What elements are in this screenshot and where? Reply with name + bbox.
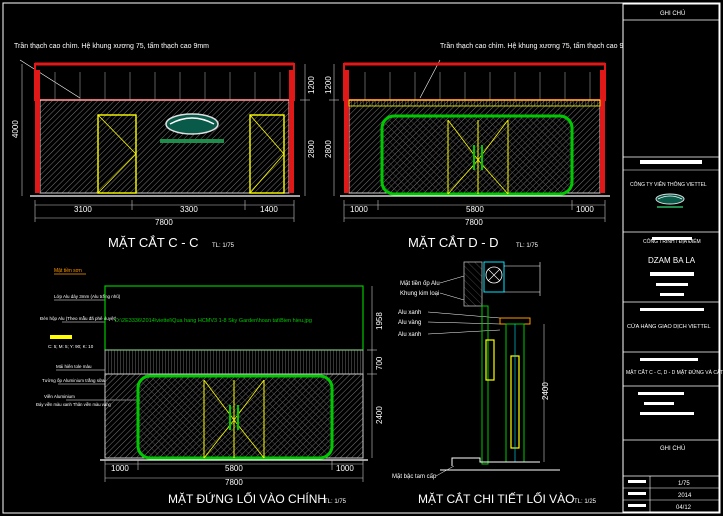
svg-text:Khung kim loại: Khung kim loại [400,291,439,297]
detail-fan-icon [485,266,503,284]
svg-text:1200: 1200 [324,76,333,94]
svg-text:7800: 7800 [155,218,173,227]
cc-note: Trần thạch cao chìm. Hệ khung xương 75, … [14,41,209,50]
svg-text:Tường ốp Aluminium trắng sữa: Tường ốp Aluminium trắng sữa [42,377,105,383]
svg-text:Mái hiên tole màu: Mái hiên tole màu [56,364,92,369]
signature-header: GHI CHÚ [660,445,685,452]
entrance-detail: Mặt tiền ốp Alu Khung kim loại Alu xanh … [392,261,597,506]
entrance-glass-frame [136,374,334,460]
svg-text:5800: 5800 [225,464,243,473]
dd-ceiling [343,63,606,101]
section-dd: Trần thạch cao chìm. Hệ khung xương 75, … [324,41,635,250]
company-logo [655,193,685,208]
svg-text:3100: 3100 [74,205,92,214]
svg-text:1400: 1400 [260,205,278,214]
svg-text:7800: 7800 [225,478,243,487]
entrance-awning [104,349,364,375]
svg-text:1000: 1000 [111,464,129,473]
detail-column-left [481,305,489,465]
dd-title: MẶT CẮT D - D [408,235,499,250]
svg-text:1000: 1000 [350,205,368,214]
svg-text:2800: 2800 [307,140,316,158]
svg-text:Viền Aluminium: Viền Aluminium [44,394,75,399]
svg-text:Alu vàng: Alu vàng [398,320,421,326]
svg-text:Mặt bậc tam cấp: Mặt bậc tam cấp [392,474,437,480]
detail-scale: TL: 1/25 [574,499,597,505]
svg-text:2800: 2800 [324,140,333,158]
elevation-scale: TL: 1/75 [324,499,347,505]
svg-text:Lớp Alu dày 3mm (Alu trắng nhũ: Lớp Alu dày 3mm (Alu trắng nhũ) [54,293,121,299]
year-value: 2014 [678,493,692,499]
section-cc: Trần thạch cao chìm. Hệ khung xương 75, … [11,41,316,250]
svg-text:2400: 2400 [375,406,384,424]
dd-note: Trần thạch cao chìm. Hệ khung xương 75, … [440,41,635,50]
company-name: CÔNG TY VIỄN THÔNG VIETTEL [630,181,707,188]
svg-text:7800: 7800 [465,218,483,227]
detail-wall-block [463,261,483,307]
sheet-value: 04/12 [676,505,692,511]
viettel-logo [160,113,224,143]
cc-scale: TL: 1/75 [212,243,235,249]
svg-text:Đáy viền màu xanh Thân viền mà: Đáy viền màu xanh Thân viền màu vàng [36,402,112,407]
cc-wall [39,99,290,194]
svg-text:1000: 1000 [576,205,594,214]
store-name: CỬA HÀNG GIAO DỊCH VIETTEL [627,323,711,330]
svg-text:Mặt tiền sơn: Mặt tiền sơn [54,268,82,274]
svg-text:5800: 5800 [466,205,484,214]
scale-value: 1/75 [678,481,690,487]
svg-text:1200: 1200 [307,76,316,94]
dd-scale: TL: 1/75 [516,243,539,249]
svg-text:Đèn hộp Alu (Theo mẫu đã phê d: Đèn hộp Alu (Theo mẫu đã phê duyệt) [40,315,117,321]
title-block: GHI CHÚ CÔNG TY VIỄN THÔNG VIETTEL CÔNG … [622,3,723,513]
notes-header: GHI CHÚ [660,10,685,17]
svg-text:2400: 2400 [541,382,550,400]
svg-text:700: 700 [375,356,384,370]
entrance-elevation: Mặt tiền sơn Lớp Alu dày 3mm (Alu trắng … [36,268,384,506]
detail-title: MẶT CẮT CHI TIẾT LỐI VÀO [418,491,574,506]
elevation-title: MẶT ĐỨNG LỐI VÀO CHÍNH [168,491,326,506]
detail-yellow-label-left [485,339,495,381]
svg-text:Mặt tiền ốp Alu: Mặt tiền ốp Alu [400,281,440,287]
svg-text:Alu xanh: Alu xanh [398,332,421,338]
svg-text:C: 5; M: 5; Y: 90; K: 10: C: 5; M: 5; Y: 90; K: 10 [48,344,94,349]
svg-text:4000: 4000 [11,120,20,138]
svg-text:1000: 1000 [336,464,354,473]
drawing-name: MẶT CẮT C - C, D - D MẶT ĐỨNG VÀ CẮT LỐI… [626,368,723,376]
svg-text:3300: 3300 [180,205,198,214]
sign-image-path: D:\2E3336\2014\viettel\Qua hang HCMV3 1-… [115,318,312,324]
svg-text:Alu xanh: Alu xanh [398,310,421,316]
project-header: CÔNG TRÌNH / ĐỊA ĐIỂM [643,238,701,245]
dd-glass-frame [380,114,574,196]
cc-title: MẶT CẮT C - C [108,235,199,250]
svg-text:1958: 1958 [375,312,384,330]
project-name: DZAM BA LA [648,256,696,265]
